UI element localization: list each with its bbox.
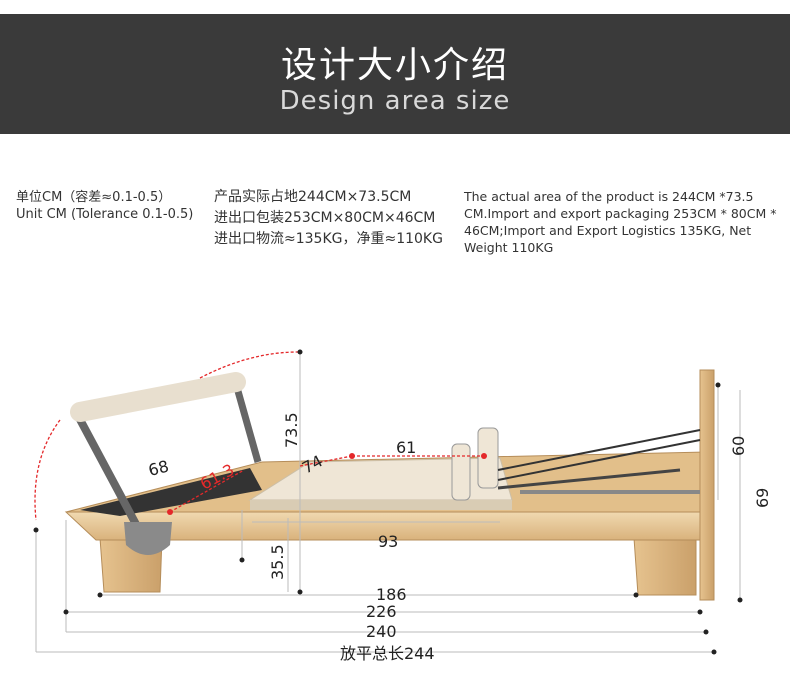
unit-cn: 单位CM（容差≈0.1-0.5） [16, 190, 172, 205]
label-93: 93 [378, 532, 398, 551]
label-226: 226 [366, 602, 397, 621]
carriage-front [250, 500, 512, 510]
arc-left [34, 419, 61, 521]
red-dots [167, 453, 487, 515]
tower-post [699, 369, 715, 601]
red-dimensions [34, 351, 484, 521]
dot [33, 527, 39, 533]
dot [697, 609, 703, 615]
cn-spec-line-2: 进出口包装253CM×80CM×46CM [214, 210, 436, 226]
label-186: 186 [376, 585, 407, 604]
label-73-5: 73.5 [282, 412, 301, 448]
footbar-arm-front [72, 410, 142, 530]
strap-3 [497, 468, 681, 490]
dot [711, 649, 717, 655]
label-total-flat: 放平总长244 [340, 644, 435, 663]
dot [715, 382, 721, 388]
dot [703, 629, 709, 635]
strap-1 [497, 429, 701, 471]
dot [737, 597, 743, 603]
unit-en: Unit CM (Tolerance 0.1-0.5) [16, 207, 194, 222]
gear-plate [124, 522, 172, 555]
shoulder-rest-2 [477, 427, 499, 489]
footbar [70, 372, 246, 422]
label-60: 60 [729, 436, 748, 456]
cn-spec-line-3: 进出口物流≈135KG，净重≈110KG [214, 231, 443, 247]
dot [297, 349, 303, 355]
page-title: 设计大小介绍 [280, 45, 509, 86]
label-61: 61 [396, 438, 416, 457]
rear-leg [633, 537, 697, 596]
red-74 [299, 455, 353, 467]
label-69: 69 [753, 488, 772, 508]
cn-spec: 产品实际占地244CM×73.5CM 进出口包装253CM×80CM×46CM … [214, 187, 443, 250]
label-240: 240 [366, 622, 397, 641]
page-subtitle: Design area size [279, 86, 511, 116]
footbar-arm-back [232, 383, 262, 463]
dot [167, 509, 173, 515]
dimension-dots [33, 349, 743, 655]
reformer-machine [64, 369, 715, 601]
header-banner: 设计大小介绍 Design area size [0, 14, 790, 134]
label-68: 68 [146, 457, 170, 480]
shoulder-rest-1 [451, 443, 471, 501]
cn-spec-line-1: 产品实际占地244CM×73.5CM [214, 189, 412, 205]
dot [297, 589, 303, 595]
dot [633, 592, 639, 598]
label-35-5: 35.5 [268, 544, 287, 580]
unit-spec: 单位CM（容差≈0.1-0.5） Unit CM (Tolerance 0.1-… [16, 189, 193, 223]
arc-top [199, 351, 299, 379]
red-diag [169, 469, 245, 513]
dot [97, 592, 103, 598]
dot [481, 453, 487, 459]
dimension-lines [35, 352, 741, 653]
dot [349, 453, 355, 459]
strap-2 [497, 439, 701, 481]
reformer-dimension-diagram: 73.5 68 61.3 74 61 60 69 93 35.5 186 226… [33, 349, 772, 663]
dot [63, 609, 69, 615]
en-spec: The actual area of the product is 244CM … [464, 189, 777, 255]
dot [239, 557, 245, 563]
